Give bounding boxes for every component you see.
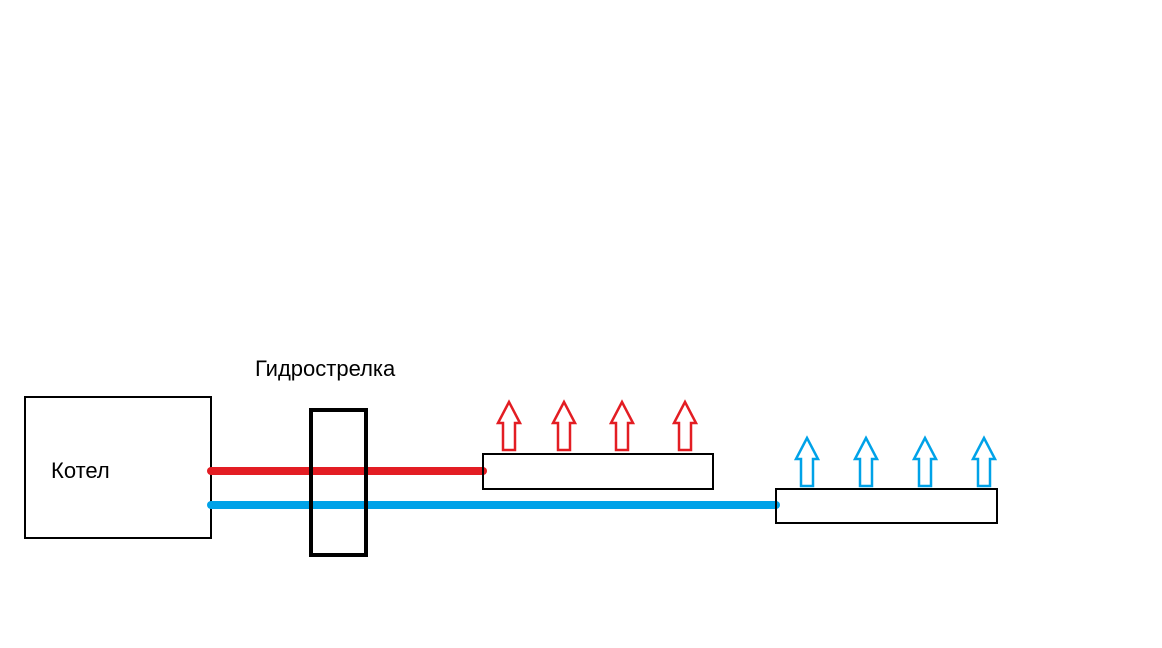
- hydraulic-separator-box: [309, 408, 368, 557]
- cold-radiator-arrow-up-icon: [793, 435, 821, 488]
- hot-arrows-group: [495, 399, 699, 452]
- cold-radiator-arrow-up-icon: [970, 435, 998, 488]
- hot-radiator-arrow-up-icon: [608, 399, 636, 452]
- cold-radiator-box: [775, 488, 998, 524]
- hot-radiator-arrow-up-icon: [671, 399, 699, 452]
- hot-radiator-arrow-up-icon: [550, 399, 578, 452]
- hot-radiator-box: [482, 453, 714, 490]
- cold-radiator-arrow-up-icon: [852, 435, 880, 488]
- hydraulic-separator-label: Гидрострелка: [255, 356, 396, 381]
- hot-radiator-arrow-up-icon: [495, 399, 523, 452]
- boiler-label: Котел: [51, 458, 110, 483]
- cold-radiator-arrow-up-icon: [911, 435, 939, 488]
- cold-arrows-group: [793, 435, 998, 488]
